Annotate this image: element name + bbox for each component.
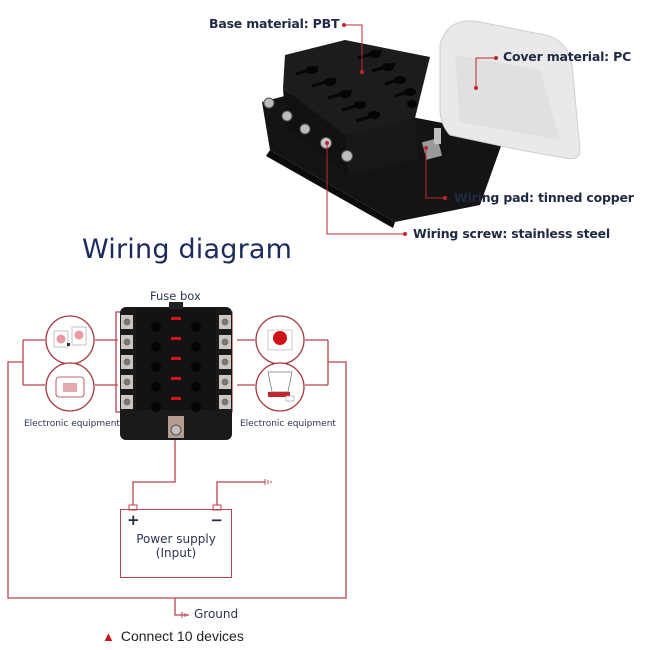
- terminal-screw-head: [221, 318, 229, 326]
- fuse-indicator: [171, 337, 181, 340]
- power-supply-line2: (Input): [155, 546, 197, 560]
- fuse-slot: [191, 382, 201, 392]
- terminal-screw-head: [123, 318, 131, 326]
- terminal-screw-head: [123, 398, 131, 406]
- connect-note-text: Connect 10 devices: [120, 628, 244, 644]
- fuse-slot: [151, 322, 161, 332]
- base-material-callout: Base material: PBT: [209, 16, 340, 31]
- terminal-screw-head: [123, 378, 131, 386]
- fuse-box-label: Fuse box: [150, 289, 201, 303]
- ground-symbol: [181, 479, 272, 618]
- fuse-slot: [191, 322, 201, 332]
- terminal-screw-head: [123, 338, 131, 346]
- left-devices-label: Electronic equipment: [24, 419, 120, 429]
- terminal-screw-head: [221, 378, 229, 386]
- plus-sign: +: [127, 511, 140, 529]
- terminal-screw-head: [123, 358, 131, 366]
- fuse-slot: [191, 342, 201, 352]
- connect-note: ▲ Connect 10 devices: [102, 628, 244, 644]
- power-supply-label: Power supply (Input): [121, 532, 231, 560]
- fuse-slot: [151, 382, 161, 392]
- fuse-box-diagram: [120, 302, 232, 440]
- fuse-indicator: [171, 397, 181, 400]
- fuse-slot: [191, 362, 201, 372]
- fuse-slot: [151, 342, 161, 352]
- lamp-device-icon: [255, 362, 305, 412]
- wiring-screw-callout: Wiring screw: stainless steel: [413, 226, 610, 241]
- positive-terminal: [128, 504, 138, 511]
- minus-sign: −: [210, 511, 223, 529]
- fuse-slot: [151, 402, 161, 412]
- screw-terminals: [263, 97, 353, 162]
- wiring-diagram-title: Wiring diagram: [82, 234, 293, 265]
- power-supply-box: + − Power supply (Input): [120, 509, 232, 578]
- fuse-indicator: [171, 317, 181, 320]
- fuse-box-cover: [439, 20, 581, 160]
- wiring-pad-callout: Wiring pad: tinned copper: [454, 190, 634, 205]
- fuse-slot: [191, 402, 201, 412]
- callout-dots: [325, 23, 498, 236]
- terminal-screw-head: [221, 358, 229, 366]
- negative-terminal: [212, 504, 222, 511]
- warning-triangle-icon: ▲: [102, 629, 115, 644]
- ground-label: Ground: [194, 607, 239, 621]
- cover-material-callout: Cover material: PC: [503, 49, 632, 64]
- power-supply-line1: Power supply: [136, 532, 216, 546]
- terminal-screw-head: [221, 398, 229, 406]
- terminal-screw-head: [221, 338, 229, 346]
- fuse-indicator: [171, 357, 181, 360]
- fuse-indicator: [171, 377, 181, 380]
- right-devices-label: Electronic equipment: [240, 419, 336, 429]
- callout-lines: [326, 24, 496, 235]
- fuse-slot: [151, 362, 161, 372]
- device-icons: [45, 315, 305, 412]
- switch-panel-device-icon: [45, 315, 95, 365]
